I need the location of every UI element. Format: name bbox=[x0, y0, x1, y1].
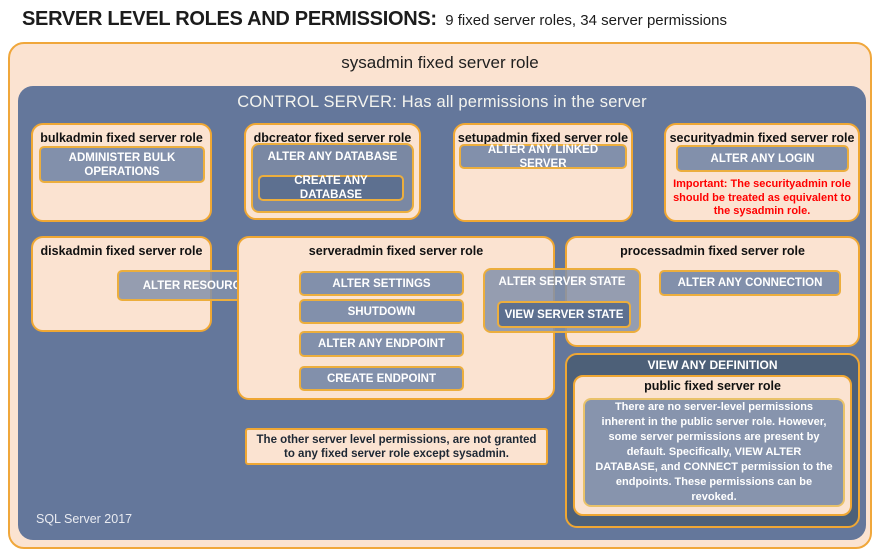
role-title-diskadmin: diskadmin fixed server role bbox=[40, 244, 203, 258]
page-title-heading: SERVER LEVEL ROLES AND PERMISSIONS: bbox=[22, 8, 437, 30]
sysadmin-role-label: sysadmin fixed server role bbox=[341, 53, 539, 72]
role-title-setupadmin: setupadmin fixed server role bbox=[457, 131, 629, 145]
view-any-definition-label: VIEW ANY DEFINITION bbox=[647, 358, 778, 372]
permission-alter-any-endpoint: ALTER ANY ENDPOINT bbox=[299, 331, 464, 357]
permission-alter-any-login: ALTER ANY LOGIN bbox=[676, 145, 849, 172]
role-box-setupadmin: setupadmin fixed server role bbox=[453, 123, 633, 222]
permission-alter-any-connection: ALTER ANY CONNECTION bbox=[659, 270, 841, 296]
role-box-securityadmin: securityadmin fixed server role bbox=[664, 123, 860, 222]
other-permissions-note: The other server level permissions, are … bbox=[245, 428, 548, 465]
page-title: SERVER LEVEL ROLES AND PERMISSIONS: 9 fi… bbox=[22, 8, 727, 31]
permission-alter-server-state-label: ALTER SERVER STATE bbox=[498, 276, 626, 288]
securityadmin-warning-text: Important: The securityadmin role should… bbox=[673, 178, 851, 217]
permission-alter-settings: ALTER SETTINGS bbox=[299, 271, 464, 296]
permission-alter-any-linked-server: ALTER ANY LINKED SERVER bbox=[459, 144, 627, 170]
permission-alter-any-database-label: ALTER ANY DATABASE bbox=[267, 151, 398, 163]
public-role-description: There are no server-level permissions in… bbox=[583, 398, 845, 507]
role-title-dbcreator: dbcreator fixed server role bbox=[253, 131, 412, 145]
permission-administer-bulk-operations: ADMINISTER BULK OPERATIONS bbox=[39, 146, 205, 183]
permission-view-server-state: VIEW SERVER STATE bbox=[497, 301, 631, 328]
control-server-label: CONTROL SERVER: Has all permissions in t… bbox=[237, 93, 647, 111]
role-title-bulkadmin: bulkadmin fixed server role bbox=[40, 131, 203, 145]
permission-shutdown: SHUTDOWN bbox=[299, 299, 464, 324]
permission-create-endpoint: CREATE ENDPOINT bbox=[299, 366, 464, 391]
role-title-securityadmin: securityadmin fixed server role bbox=[669, 131, 855, 145]
sql-server-version-label: SQL Server 2017 bbox=[36, 512, 133, 526]
page-title-subheading: 9 fixed server roles, 34 server permissi… bbox=[445, 12, 727, 29]
permission-create-any-database: CREATE ANY DATABASE bbox=[258, 175, 404, 201]
role-title-processadmin: processadmin fixed server role bbox=[620, 244, 805, 258]
role-title-serveradmin: serveradmin fixed server role bbox=[308, 244, 484, 258]
public-role-title: public fixed server role bbox=[644, 379, 781, 393]
